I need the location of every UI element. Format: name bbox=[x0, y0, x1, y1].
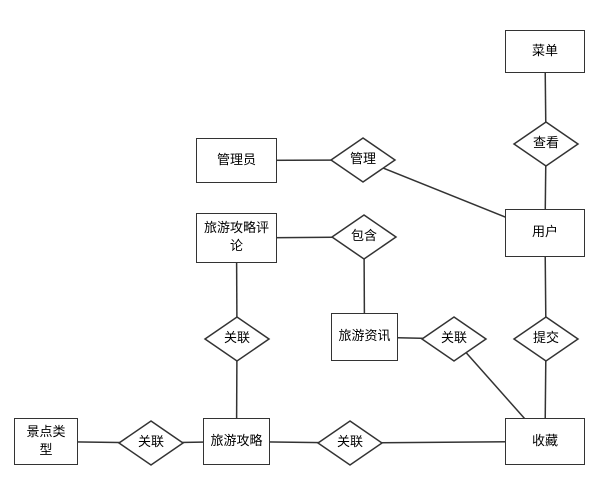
relationship-associate-review[interactable]: 关联 bbox=[203, 316, 271, 362]
entity-travel-guide[interactable]: 旅游攻略 bbox=[203, 418, 270, 465]
relationship-associate-type-label: 关联 bbox=[137, 435, 164, 450]
entity-menu[interactable]: 菜单 bbox=[505, 30, 585, 73]
entity-guide-review-label: 旅游攻略评论 bbox=[203, 221, 269, 254]
relationship-manage[interactable]: 管理 bbox=[329, 137, 397, 183]
diamond-shape bbox=[117, 420, 185, 466]
entity-admin-label: 管理员 bbox=[216, 152, 256, 168]
relationship-view[interactable]: 查看 bbox=[512, 121, 580, 167]
entity-guide-review[interactable]: 旅游攻略评论 bbox=[196, 213, 277, 263]
entity-travel-news[interactable]: 旅游资讯 bbox=[331, 313, 398, 361]
entity-user-label: 用户 bbox=[531, 225, 558, 240]
entity-favorite[interactable]: 收藏 bbox=[505, 418, 585, 465]
diamond-shape bbox=[203, 316, 271, 362]
relationship-contain-label: 包含 bbox=[350, 229, 377, 244]
diamond-shape bbox=[420, 316, 488, 362]
entity-scenic-type-label: 景点类型 bbox=[26, 424, 66, 458]
diamond-shape bbox=[329, 137, 397, 183]
relationship-associate-news[interactable]: 关联 bbox=[420, 316, 488, 362]
entity-favorite-label: 收藏 bbox=[531, 433, 558, 449]
relationship-view-label: 查看 bbox=[532, 136, 559, 151]
relationship-associate-favorite[interactable]: 关联 bbox=[316, 420, 384, 466]
relationship-associate-favorite-label: 关联 bbox=[336, 435, 363, 450]
diamond-shape bbox=[316, 420, 384, 466]
entity-scenic-type[interactable]: 景点类型 bbox=[14, 418, 78, 465]
entity-travel-news-label: 旅游资讯 bbox=[338, 329, 391, 344]
relationship-contain[interactable]: 包含 bbox=[330, 214, 398, 260]
entity-admin[interactable]: 管理员 bbox=[196, 138, 277, 183]
relationship-associate-news-label: 关联 bbox=[440, 331, 467, 346]
entity-user[interactable]: 用户 bbox=[505, 209, 585, 257]
relationship-submit-label: 提交 bbox=[532, 331, 559, 346]
entity-menu-label: 菜单 bbox=[531, 43, 558, 59]
relationship-associate-review-label: 关联 bbox=[223, 331, 250, 346]
diamond-shape bbox=[512, 316, 580, 362]
diamond-shape bbox=[512, 121, 580, 167]
diamond-shape bbox=[330, 214, 398, 260]
entity-travel-guide-label: 旅游攻略 bbox=[210, 433, 263, 449]
relationship-associate-type[interactable]: 关联 bbox=[117, 420, 185, 466]
relationship-submit[interactable]: 提交 bbox=[512, 316, 580, 362]
relationship-manage-label: 管理 bbox=[349, 152, 376, 167]
